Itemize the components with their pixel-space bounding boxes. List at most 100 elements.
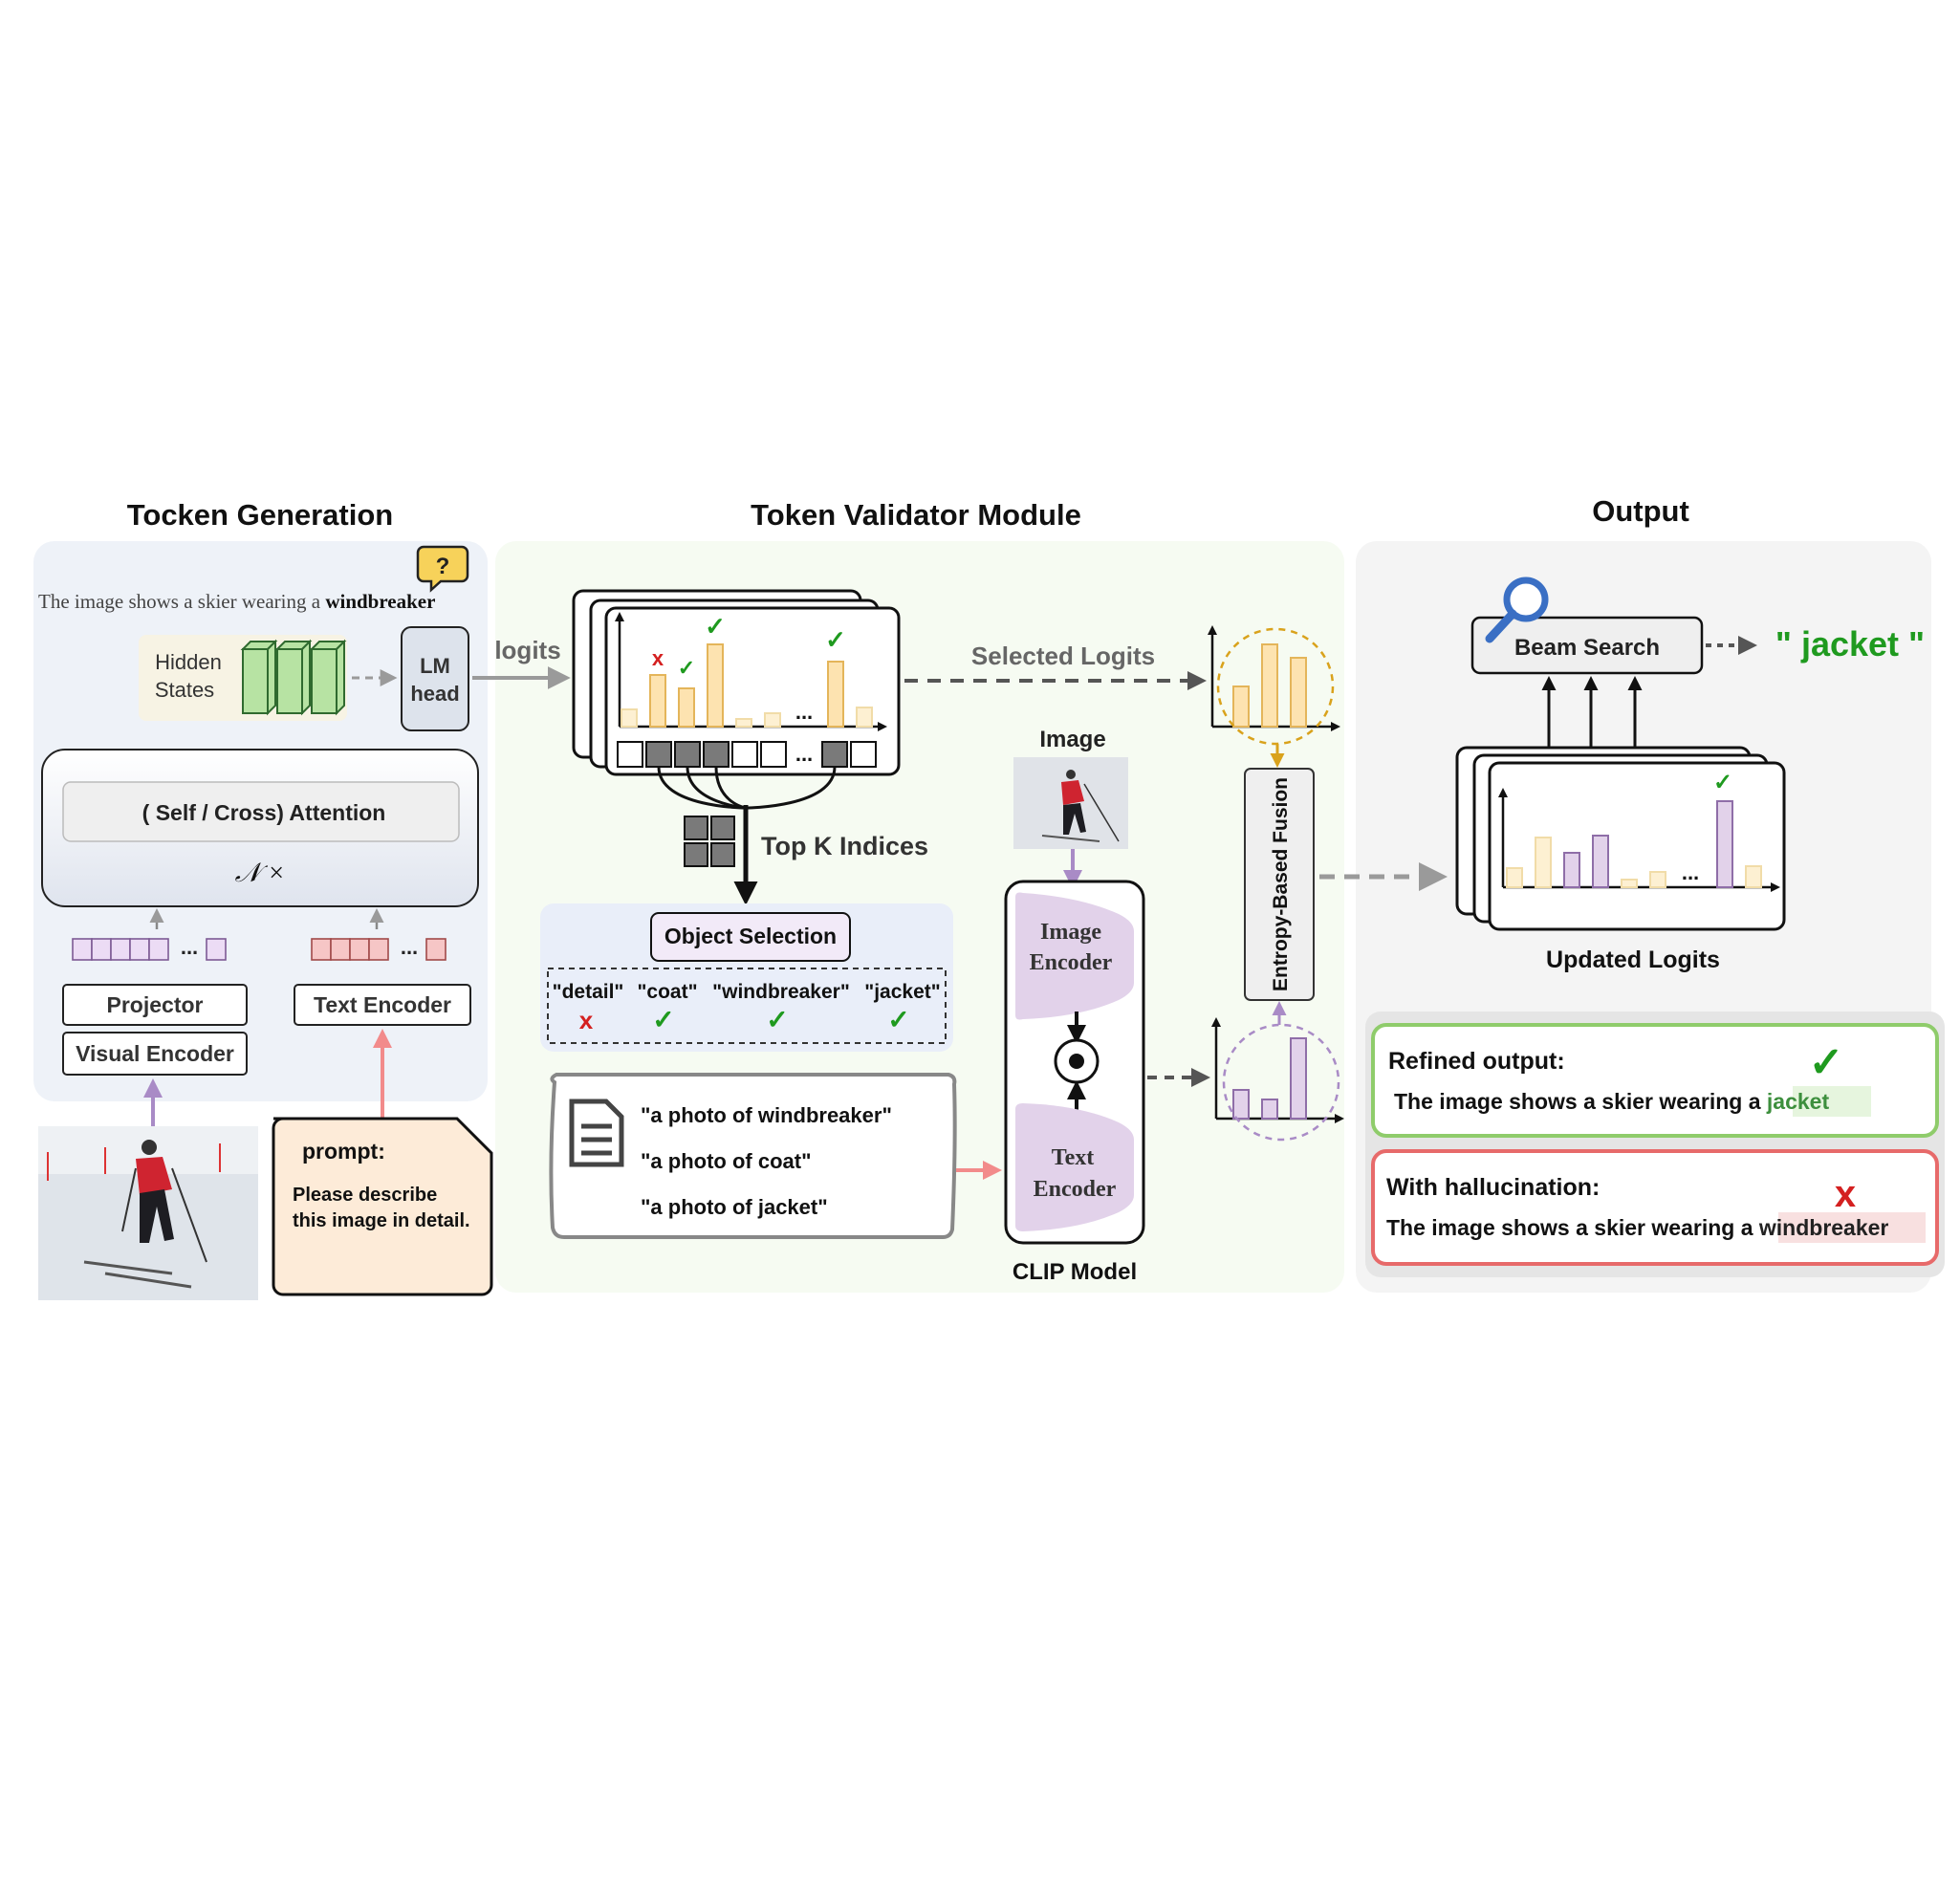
clip-chart-y-arrowhead (1211, 1017, 1221, 1027)
prompt-card (272, 1117, 493, 1296)
updated-chart-x-arrowhead (1771, 882, 1780, 892)
candidate-word-4: "jacket" (864, 981, 940, 1003)
generated-caption: The image shows a skier wearing a windbr… (38, 590, 435, 613)
prompt-title: prompt: (302, 1139, 385, 1164)
logits-check-icon-2: ✓ (678, 656, 695, 680)
updated-chart-bar-3 (1563, 852, 1580, 888)
entropy-fusion-label: Entropy-Based Fusion (1270, 777, 1292, 991)
logits-cross-icon: x (652, 646, 664, 670)
candidate-check-icon-4: ✓ (887, 1005, 909, 1034)
prompt-line-2: this image in detail. (293, 1210, 470, 1231)
updated-chart-ellipsis: ... (1682, 860, 1699, 884)
candidate-word-2: "coat" (637, 981, 697, 1003)
refined-sentence: The image shows a skier wearing a jacket (1394, 1089, 1829, 1114)
candidate-check-icon-2: ✓ (652, 1005, 674, 1034)
topk-connectors (657, 766, 837, 810)
hallucination-cross-icon: x (1835, 1173, 1856, 1215)
candidate-cross-icon-1: x (579, 1006, 594, 1034)
logits-ellipsis: ... (795, 700, 813, 724)
clip-prompt-2: "a photo of coat" (641, 1149, 812, 1173)
clip-text-encoder-label-2: Encoder (1034, 1177, 1117, 1202)
text-encoder-box (294, 984, 471, 1026)
hallucination-word: windbreaker (1758, 1215, 1889, 1240)
clip-similarity-highlight (1222, 1023, 1340, 1142)
hidden-states-label-2: States (155, 678, 214, 702)
selected-logits-label: Selected Logits (971, 642, 1155, 670)
selected-chart-y-arrowhead (1208, 625, 1217, 635)
selected-chart-bar-1 (1232, 685, 1250, 728)
hallucination-title: With hallucination: (1386, 1174, 1600, 1201)
candidate-word-3: "windbreaker" (712, 981, 850, 1003)
logits-bar-5 (735, 718, 752, 728)
hidden-state-blocks-icon (240, 639, 347, 716)
refined-output-box (1371, 1023, 1939, 1138)
clip-image-encoder-shape (1015, 892, 1134, 1020)
hidden-states-label-1: Hidden (155, 650, 222, 674)
logits-bar-1 (621, 708, 638, 728)
refined-output-title: Refined output: (1388, 1048, 1565, 1075)
logits-chart: ... ✓ ✓ ✓ x (615, 612, 887, 731)
attention-label: ( Self / Cross) Attention (142, 800, 386, 825)
clip-input-photo (1013, 757, 1128, 849)
clip-chart-x-arrowhead (1335, 1114, 1344, 1123)
logits-label: logits (494, 636, 560, 664)
logits-check-icon-1: ✓ (705, 612, 726, 641)
updated-logits-label: Updated Logits (1546, 946, 1720, 973)
search-icon (1485, 577, 1549, 643)
updated-chart-bar-2 (1535, 837, 1552, 888)
section-title-token-validator: Token Validator Module (751, 498, 1081, 532)
refined-prefix: The image shows a skier wearing a (1394, 1089, 1761, 1114)
hallucination-sentence: The image shows a skier wearing a windbr… (1386, 1215, 1888, 1240)
repeat-label: 𝒩 × (235, 859, 286, 888)
visual-encoder-box (62, 1032, 248, 1076)
caption-word: windbreaker (325, 590, 435, 613)
updated-chart-bar-8 (1745, 865, 1762, 888)
updated-chart-check-icon: ✓ (1713, 770, 1732, 795)
clip-model-label: CLIP Model (1013, 1259, 1137, 1285)
topk-label: Top K Indices (761, 832, 928, 860)
question-mark: ? (436, 554, 450, 579)
logits-chart-x-arrowhead (878, 722, 887, 731)
logits-bar-4 (707, 643, 724, 728)
lm-head-box (401, 626, 469, 731)
updated-chart-bar-5 (1621, 879, 1638, 888)
topk-grid-icon (684, 816, 735, 867)
attention-box (62, 781, 460, 842)
updated-chart-bar-6 (1649, 871, 1666, 888)
text-token-ellipsis: ... (401, 935, 418, 959)
selected-logits-highlight (1216, 627, 1335, 746)
hallucination-word-highlight (1778, 1212, 1926, 1243)
clip-image-encoder-label-2: Encoder (1030, 950, 1113, 975)
section-title-output: Output (1592, 494, 1689, 528)
caption-prefix: The image shows a skier wearing a (38, 590, 321, 613)
logits-bar-10 (856, 707, 873, 728)
refined-word: jacket (1766, 1089, 1830, 1114)
updated-logits-chart: ... ✓ (1498, 770, 1780, 892)
candidate-list: "detail"x"coat"✓"windbreaker"✓"jacket"✓ (553, 981, 941, 1034)
updated-chart-bar-4 (1592, 835, 1609, 888)
index-ellipsis: ... (795, 742, 813, 766)
visual-token-sequence (72, 938, 227, 961)
clip-chart-bar-1 (1232, 1089, 1250, 1120)
updated-logits-card-front (1488, 761, 1786, 931)
selected-logits-chart (1208, 625, 1340, 731)
hallucination-prefix: The image shows a skier wearing a (1386, 1215, 1753, 1240)
updated-chart-bar-7 (1716, 800, 1733, 888)
candidate-box (547, 968, 947, 1044)
logits-bar-2 (649, 674, 666, 728)
visual-token-ellipsis: ... (181, 935, 198, 959)
text-token-sequence (311, 938, 446, 961)
object-selection-label: Object Selection (664, 924, 837, 948)
logits-chart-y-arrowhead (615, 612, 624, 621)
skier-photo (38, 1126, 258, 1300)
result-token: " jacket " (1775, 624, 1925, 664)
clip-prompt-3: "a photo of jacket" (641, 1195, 828, 1219)
index-boxes (617, 741, 877, 768)
prompt-line-1: Please describe (293, 1185, 437, 1206)
logits-check-icon-3: ✓ (825, 625, 846, 654)
updated-chart-bar-1 (1506, 867, 1523, 888)
refined-word-highlight (1793, 1086, 1871, 1117)
clip-image-encoder-label-1: Image (1040, 920, 1101, 945)
entropy-fusion-box (1244, 768, 1315, 1001)
document-icon (569, 1099, 624, 1167)
